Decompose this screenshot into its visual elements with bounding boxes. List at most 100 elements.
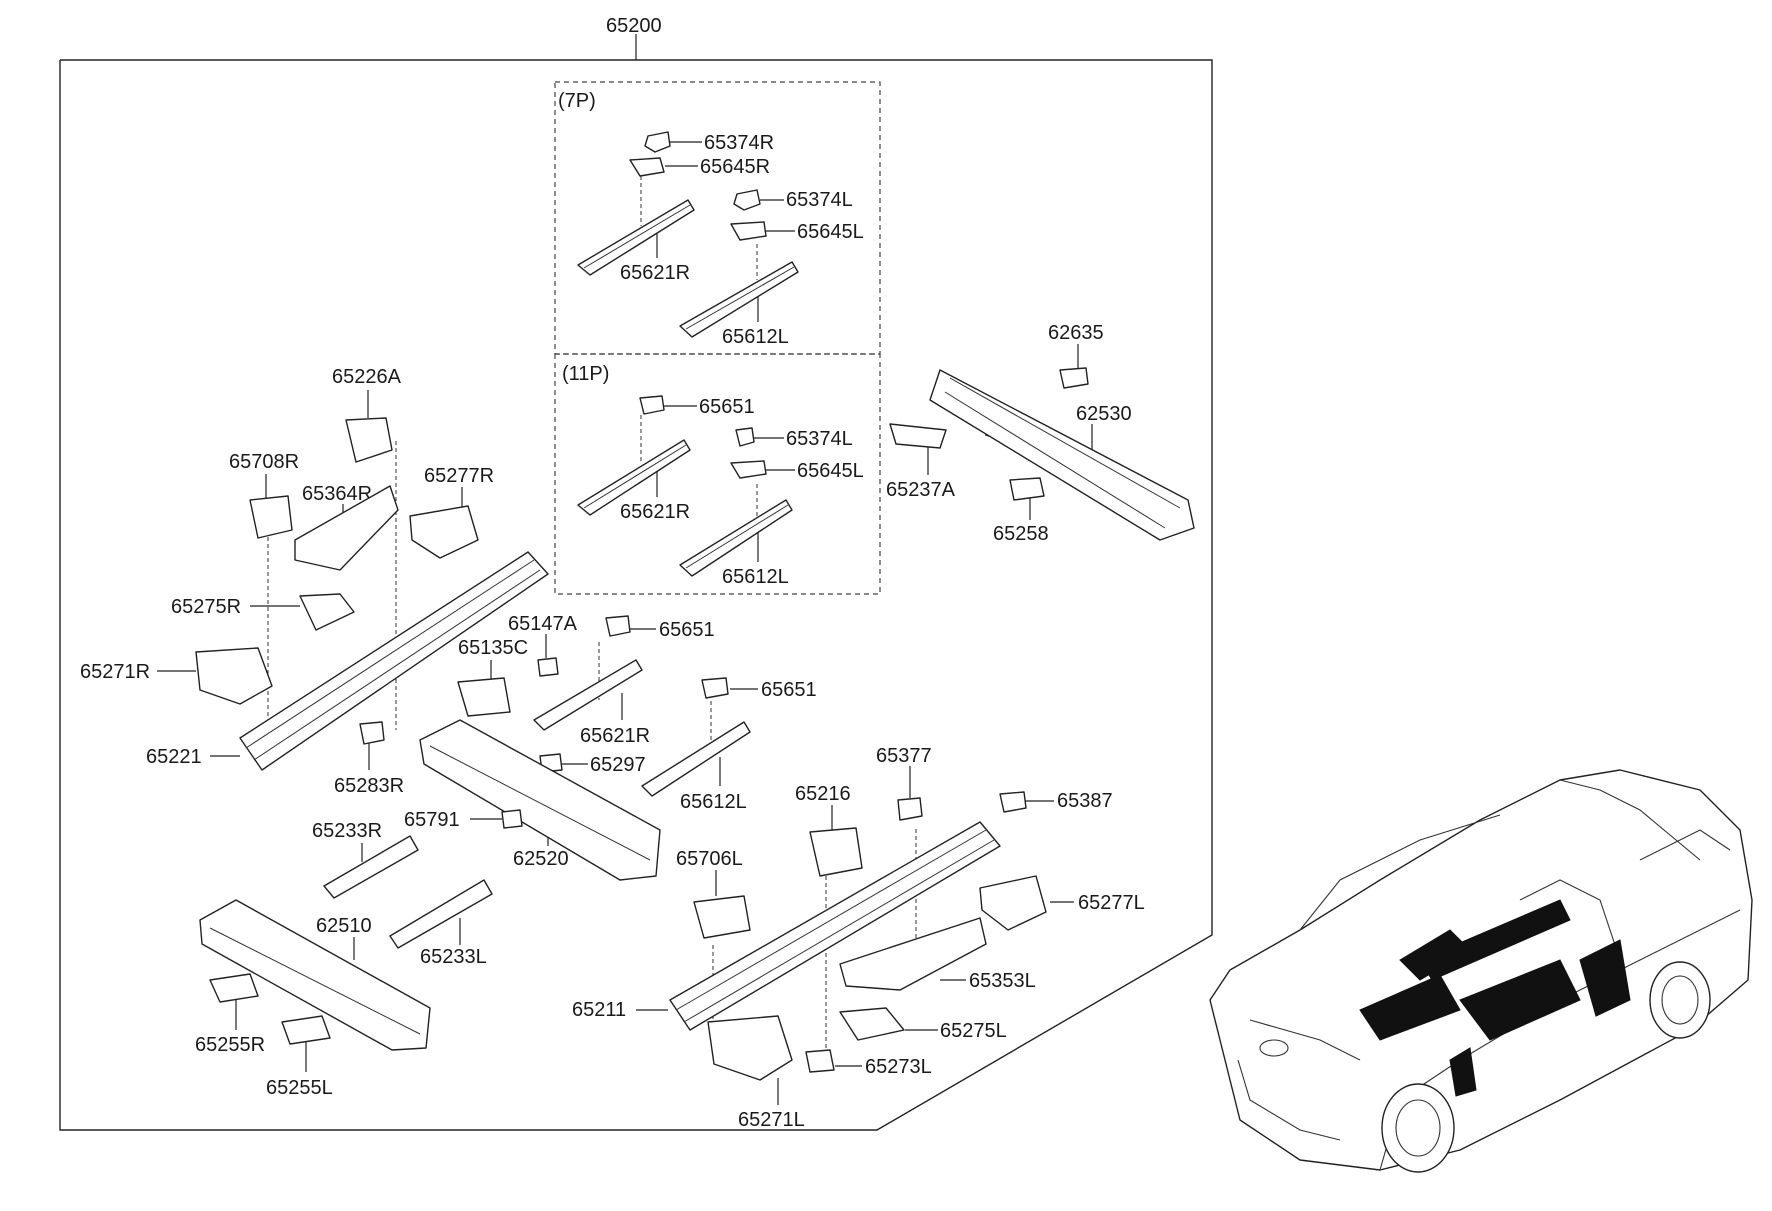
label-65612L-11p[interactable]: 65612L bbox=[722, 566, 789, 588]
label-65275R[interactable]: 65275R bbox=[171, 596, 241, 618]
label-65377[interactable]: 65377 bbox=[876, 745, 932, 767]
label-65233L[interactable]: 65233L bbox=[420, 946, 487, 968]
crossmember-62520 bbox=[419, 719, 661, 881]
label-65271R[interactable]: 65271R bbox=[80, 661, 150, 683]
part-labels: 65200 (7P) (11P) 65374R 65645R 65374L 65… bbox=[80, 15, 1145, 1131]
bracket-65255R bbox=[209, 973, 259, 1003]
bracket-62635 bbox=[1059, 367, 1089, 389]
bracket-65226A bbox=[345, 417, 393, 463]
label-65200[interactable]: 65200 bbox=[606, 15, 662, 37]
bracket-65147A bbox=[537, 657, 559, 677]
leader-lines bbox=[157, 141, 1093, 1105]
member-65612L-b bbox=[641, 721, 751, 797]
label-65297[interactable]: 65297 bbox=[590, 754, 646, 776]
bracket-65651-11p bbox=[639, 395, 665, 415]
member-65233L bbox=[389, 879, 493, 949]
bracket-65374L-7p bbox=[733, 189, 761, 211]
label-65221[interactable]: 65221 bbox=[146, 746, 202, 768]
plate-65645R-7p bbox=[629, 157, 665, 177]
label-65651-b[interactable]: 65651 bbox=[761, 679, 817, 701]
reinforcement-65271R bbox=[195, 647, 273, 705]
label-65621R-7p[interactable]: 65621R bbox=[620, 262, 690, 284]
label-65708R[interactable]: 65708R bbox=[229, 451, 299, 473]
label-62520[interactable]: 62520 bbox=[513, 848, 569, 870]
bracket-65273L bbox=[805, 1049, 835, 1073]
label-65374R[interactable]: 65374R bbox=[704, 132, 774, 154]
label-65612L-b[interactable]: 65612L bbox=[680, 791, 747, 813]
crossmember-62530 bbox=[929, 369, 1195, 541]
member-65364R bbox=[294, 485, 399, 571]
label-65621R-11p[interactable]: 65621R bbox=[620, 501, 690, 523]
label-65273L[interactable]: 65273L bbox=[865, 1056, 932, 1078]
label-65283R[interactable]: 65283R bbox=[334, 775, 404, 797]
label-65374L-7p[interactable]: 65374L bbox=[786, 189, 853, 211]
label-62635[interactable]: 62635 bbox=[1048, 322, 1104, 344]
crossmember-62510 bbox=[199, 899, 431, 1051]
label-65237A[interactable]: 65237A bbox=[886, 479, 956, 501]
plate-65645L-7p bbox=[730, 221, 767, 241]
bracket-65275L bbox=[839, 1007, 905, 1041]
label-65226A[interactable]: 65226A bbox=[332, 366, 402, 388]
side-member-65221 bbox=[239, 551, 549, 771]
label-65255R[interactable]: 65255R bbox=[195, 1034, 265, 1056]
alignment-lines bbox=[267, 162, 1086, 1055]
label-65387[interactable]: 65387 bbox=[1057, 790, 1113, 812]
bracket-65708R bbox=[249, 495, 293, 539]
label-65275L[interactable]: 65275L bbox=[940, 1020, 1007, 1042]
label-65374L-11p[interactable]: 65374L bbox=[786, 428, 853, 450]
bracket-65387 bbox=[999, 791, 1027, 813]
label-65791[interactable]: 65791 bbox=[404, 809, 460, 831]
label-65612L-7p[interactable]: 65612L bbox=[722, 326, 789, 348]
bracket-65216 bbox=[809, 827, 863, 877]
reinforcement-65277R bbox=[409, 505, 479, 559]
label-65651-11p[interactable]: 65651 bbox=[699, 396, 755, 418]
label-65651-a[interactable]: 65651 bbox=[659, 619, 715, 641]
bracket-65135C bbox=[457, 677, 511, 717]
label-65135C[interactable]: 65135C bbox=[458, 637, 528, 659]
reinforcement-65277L bbox=[979, 875, 1047, 931]
plate-65645L-11p bbox=[730, 460, 767, 479]
bracket-65374L-11p bbox=[735, 427, 755, 447]
label-65258[interactable]: 65258 bbox=[993, 523, 1049, 545]
member-65233R bbox=[323, 835, 419, 899]
label-65621R-b[interactable]: 65621R bbox=[580, 725, 650, 747]
bracket-65651-a bbox=[605, 615, 631, 637]
bracket-65258 bbox=[1009, 477, 1045, 501]
label-65277L[interactable]: 65277L bbox=[1078, 892, 1145, 914]
bracket-65791 bbox=[501, 809, 523, 829]
side-member-65211 bbox=[669, 821, 1001, 1031]
bracket-65255L bbox=[281, 1015, 331, 1045]
vehicle-illustration bbox=[1209, 769, 1753, 1173]
bracket-65237A bbox=[889, 423, 947, 449]
label-65271L[interactable]: 65271L bbox=[738, 1109, 805, 1131]
label-65147A[interactable]: 65147A bbox=[508, 613, 578, 635]
label-62510[interactable]: 62510 bbox=[316, 915, 372, 937]
label-65216[interactable]: 65216 bbox=[795, 783, 851, 805]
label-65706L[interactable]: 65706L bbox=[676, 848, 743, 870]
label-65364R[interactable]: 65364R bbox=[302, 483, 372, 505]
label-65645R-7p[interactable]: 65645R bbox=[700, 156, 770, 178]
assembly-frame bbox=[59, 34, 1213, 1131]
bracket-65377 bbox=[897, 797, 923, 821]
variant-7p-label: (7P) bbox=[558, 90, 596, 112]
bracket-65275R bbox=[299, 593, 355, 631]
member-65621R-b bbox=[533, 659, 643, 731]
bracket-65374R bbox=[644, 131, 671, 153]
member-65612L-11p bbox=[679, 499, 793, 577]
label-65277R[interactable]: 65277R bbox=[424, 465, 494, 487]
member-65612L-7p bbox=[679, 261, 799, 338]
label-65211[interactable]: 65211 bbox=[572, 999, 626, 1021]
bracket-65706L bbox=[693, 895, 751, 939]
part-shapes bbox=[195, 131, 1195, 1081]
bracket-65283R bbox=[359, 721, 385, 745]
bracket-65651-b bbox=[701, 677, 729, 699]
label-65255L[interactable]: 65255L bbox=[266, 1077, 333, 1099]
variant-11p-label: (11P) bbox=[562, 363, 609, 385]
label-65233R[interactable]: 65233R bbox=[312, 820, 382, 842]
member-65353L bbox=[839, 917, 987, 991]
label-65645L-11p[interactable]: 65645L bbox=[797, 460, 864, 482]
reinforcement-65271L bbox=[707, 1015, 793, 1081]
label-65353L[interactable]: 65353L bbox=[969, 970, 1036, 992]
label-62530[interactable]: 62530 bbox=[1076, 403, 1132, 425]
label-65645L-7p[interactable]: 65645L bbox=[797, 221, 864, 243]
